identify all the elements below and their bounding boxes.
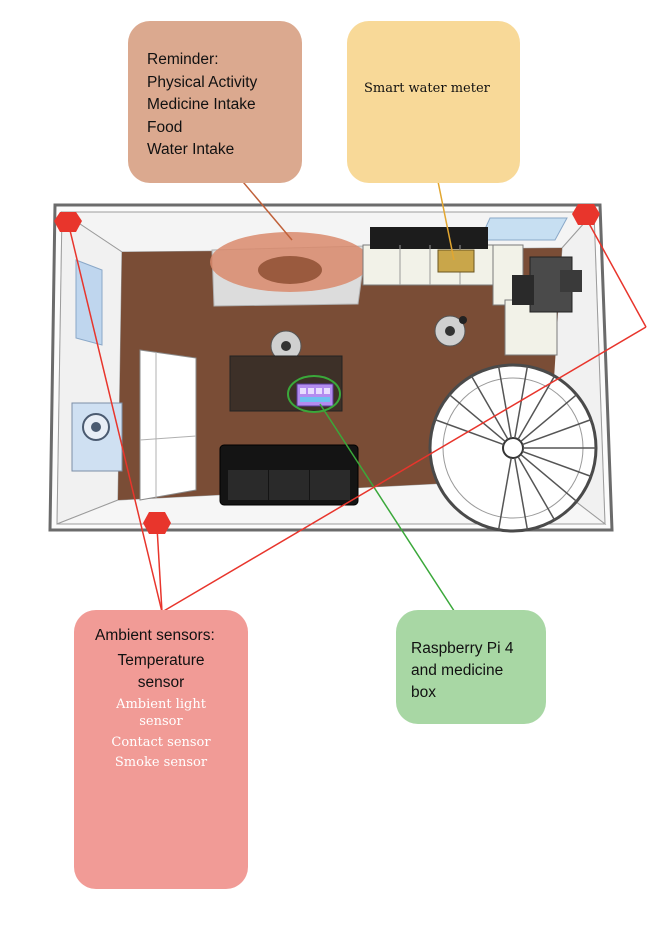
water-meter-label: Smart water meter bbox=[364, 81, 490, 96]
sensor-marker-bottom-left bbox=[143, 512, 171, 534]
cabinet bbox=[139, 349, 197, 501]
rpi-line-1: Raspberry Pi 4 bbox=[411, 640, 514, 657]
medicine-box bbox=[287, 375, 341, 413]
sofa bbox=[219, 444, 359, 506]
raspberry-pi-box: Raspberry Pi 4 and medicine box bbox=[396, 610, 546, 724]
stair-tread bbox=[522, 418, 592, 446]
sensor-marker-top-right bbox=[572, 204, 600, 225]
reminder-box: Reminder: Physical Activity Medicine Int… bbox=[128, 21, 302, 183]
sensor-marker-top-left bbox=[54, 212, 82, 232]
window-top-right bbox=[479, 217, 568, 241]
smoke-sensor-label: Smoke sensor bbox=[114, 755, 208, 770]
rpi-line-3: box bbox=[411, 684, 436, 701]
dining-area bbox=[210, 232, 370, 307]
stair-tread bbox=[520, 453, 578, 502]
stair-tread bbox=[513, 366, 529, 439]
kitchen-counter bbox=[362, 227, 582, 356]
stair-tread bbox=[517, 456, 556, 521]
stair-tread bbox=[448, 394, 506, 443]
water-meter-box: Smart water meter bbox=[347, 21, 520, 183]
ambient-sensors-box: Ambient sensors: Temperature sensor Ambi… bbox=[74, 610, 248, 889]
stair-tread bbox=[497, 457, 513, 530]
lamp-left bbox=[270, 330, 302, 362]
stair-tread bbox=[434, 418, 504, 446]
stair-tread bbox=[513, 457, 529, 530]
ambient-light-label: Ambient light bbox=[116, 697, 206, 712]
stair-tread bbox=[470, 375, 509, 440]
stair-tread bbox=[522, 450, 592, 478]
reminder-item-medicine-intake: Medicine Intake bbox=[147, 96, 256, 113]
ambient-title: Ambient sensors: bbox=[95, 627, 215, 644]
lamp-right bbox=[434, 315, 467, 347]
ambient-light-label-sensor: sensor bbox=[139, 714, 183, 729]
stair-tread bbox=[520, 394, 578, 443]
stair-tread bbox=[517, 375, 556, 440]
stair-tread bbox=[497, 366, 513, 439]
sensor-lines bbox=[67, 217, 647, 613]
reminder-item-physical-activity: Physical Activity bbox=[147, 73, 258, 91]
reminder-item-water-intake: Water Intake bbox=[147, 141, 235, 158]
contact-sensor-label: Contact sensor bbox=[111, 735, 211, 750]
spiral-staircase bbox=[428, 363, 598, 533]
reminder-title: Reminder: bbox=[147, 51, 219, 68]
reminder-item-food: Food bbox=[147, 118, 183, 136]
rpi-connector bbox=[319, 403, 461, 621]
temperature-sensor-label: Temperature sensor bbox=[117, 652, 205, 691]
wall-left bbox=[56, 211, 123, 525]
rpi-line-2: and medicine bbox=[411, 662, 504, 679]
